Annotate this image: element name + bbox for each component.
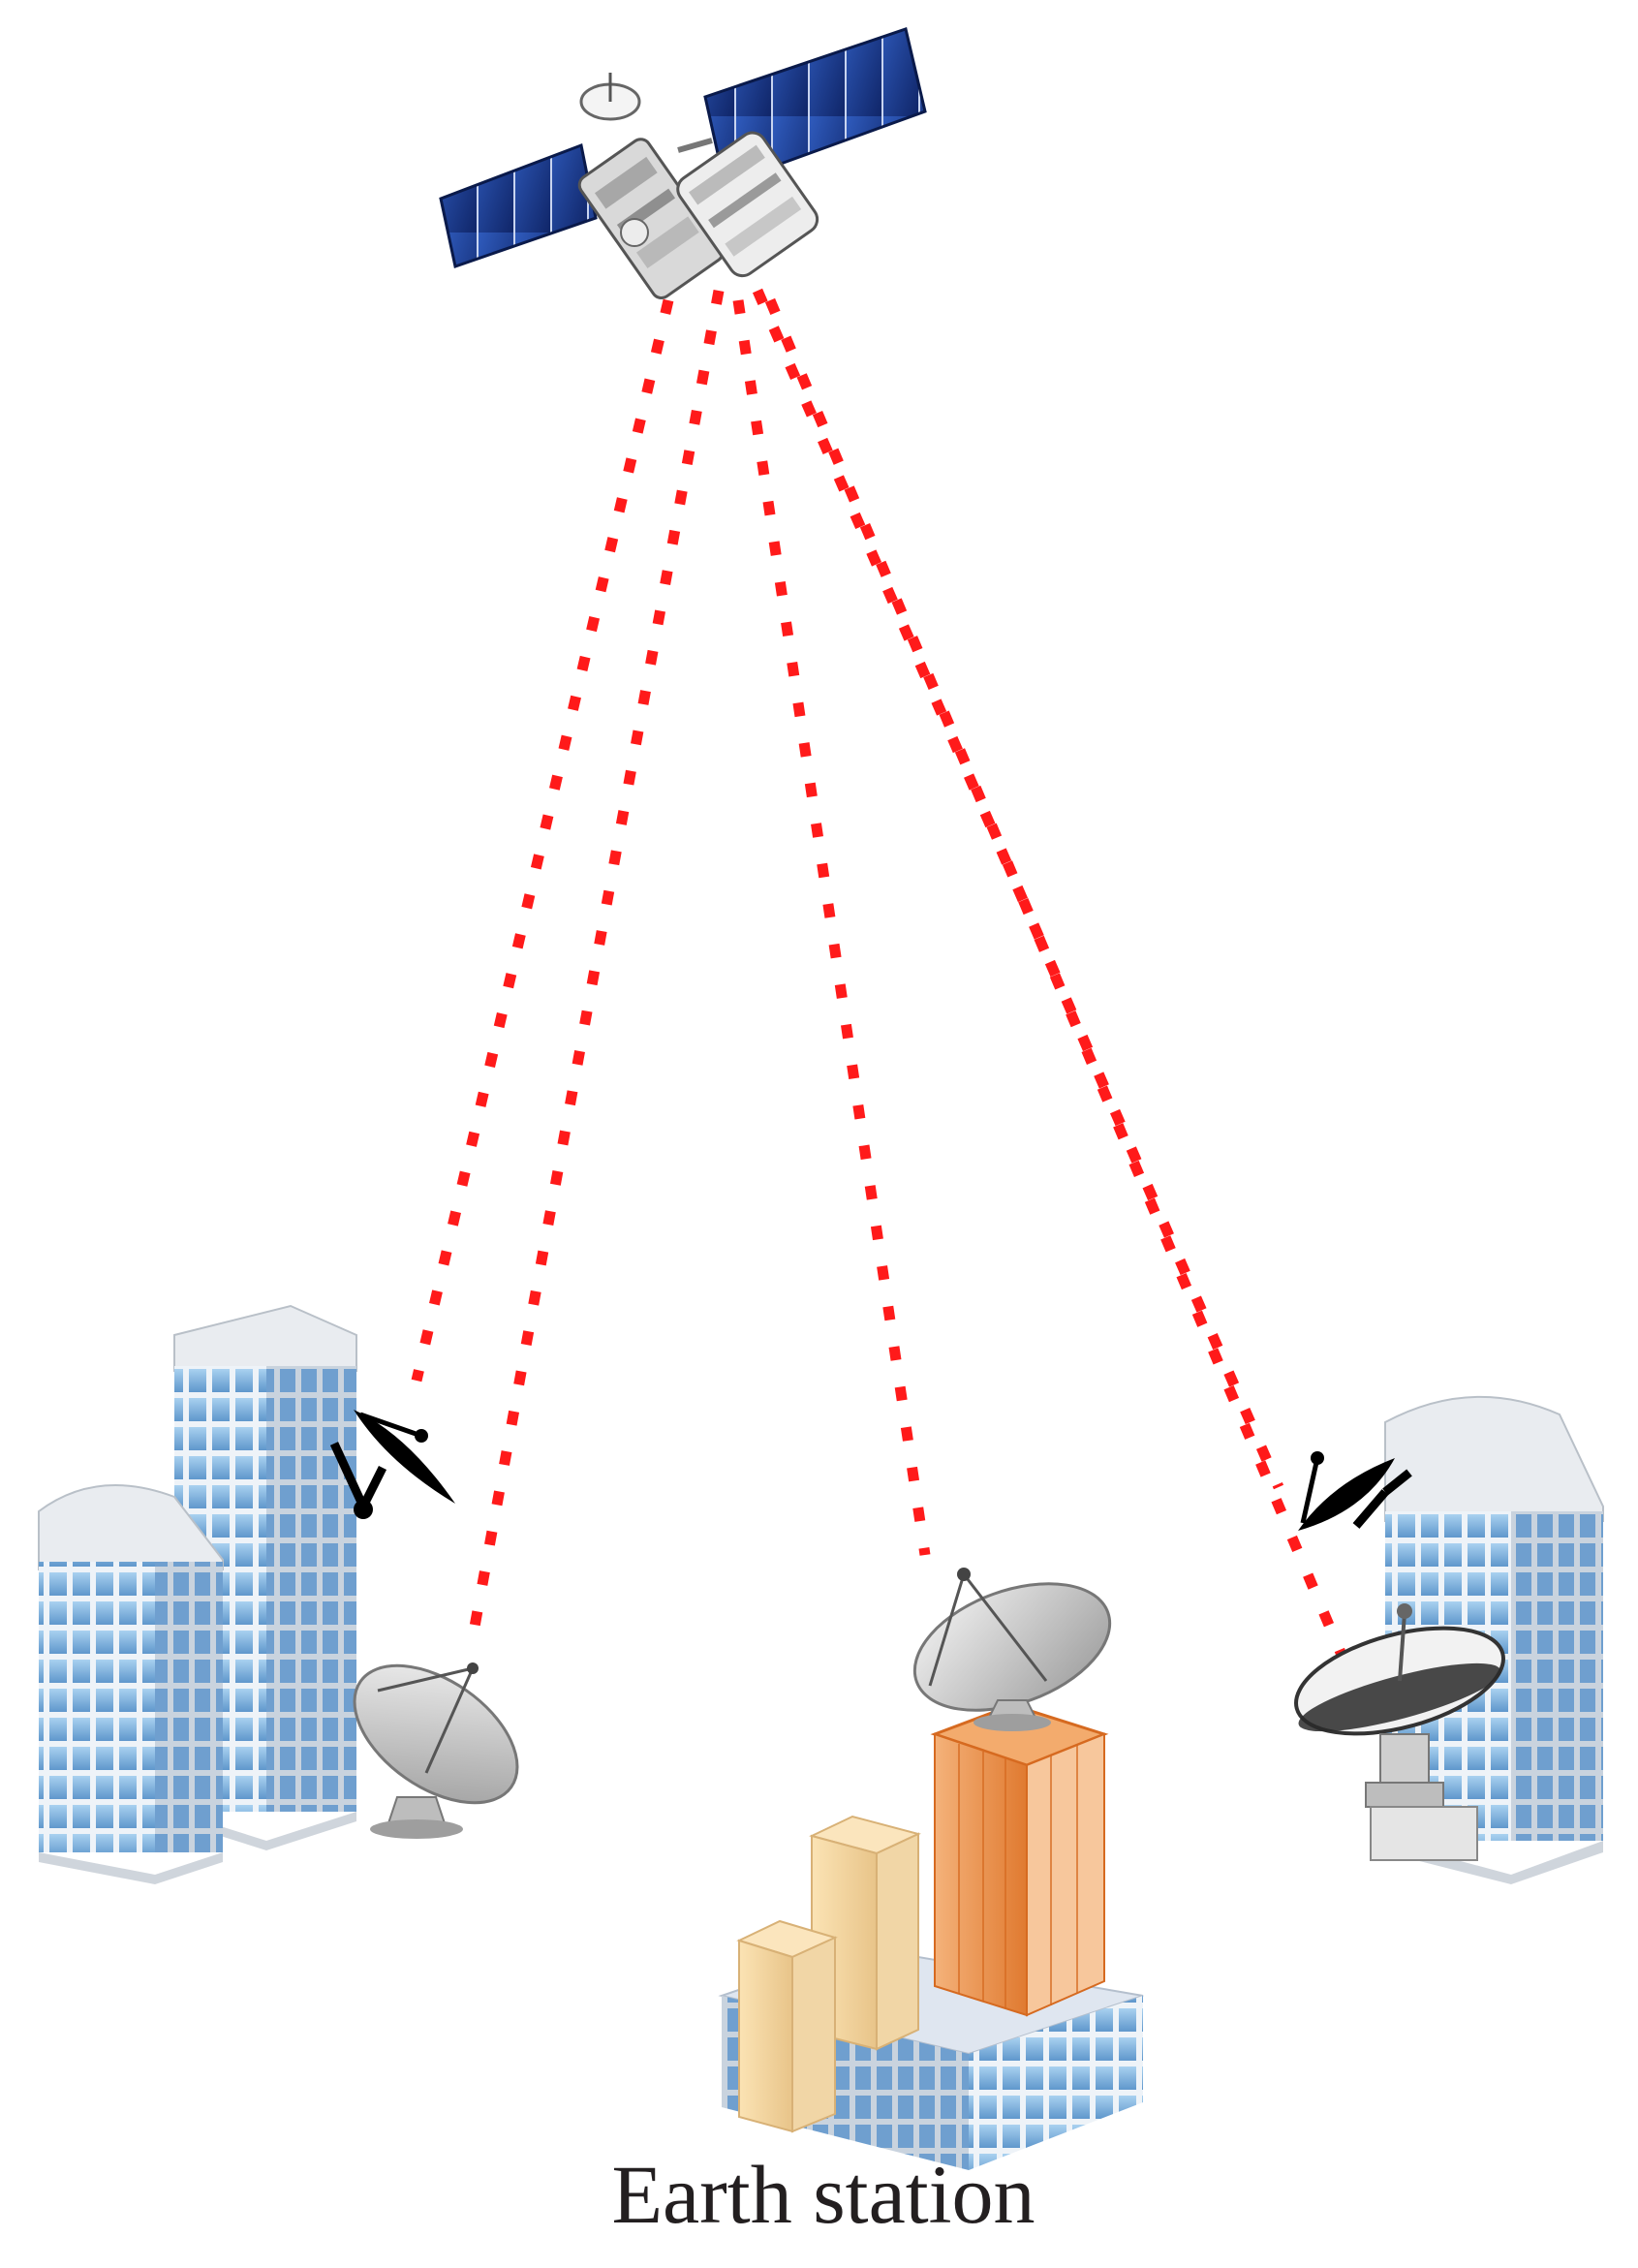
building-icon [739, 1921, 835, 2131]
earth-station-caption: Earth station [581, 2141, 1066, 2248]
signal-links [417, 291, 1346, 1666]
link-left-ground [473, 291, 719, 1637]
satellite-dish-icon [897, 1560, 1127, 1735]
link-left-rooftop [417, 300, 668, 1381]
link-right-rooftop [757, 291, 1279, 1487]
building-icon [39, 1485, 223, 1884]
satellite-dish-icon [330, 1637, 542, 1839]
link-right-ground [770, 300, 1346, 1666]
link-earth-station [738, 300, 925, 1555]
earth-station-group [722, 1560, 1143, 2170]
right-building-group [1284, 1397, 1603, 1884]
satellite-icon [441, 29, 925, 326]
left-building-group [39, 1306, 541, 1884]
building-icon [935, 1705, 1104, 2015]
